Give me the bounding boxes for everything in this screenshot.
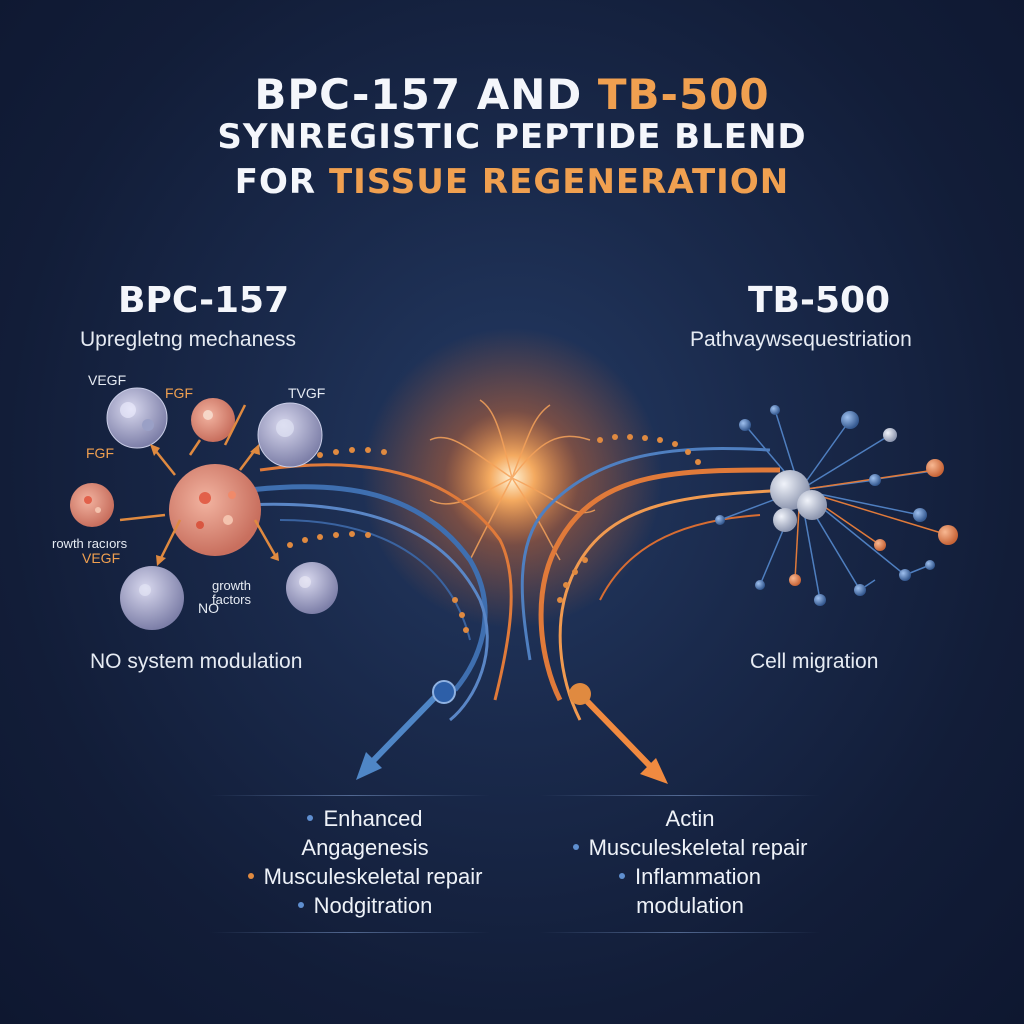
left-divider-bottom — [210, 932, 490, 933]
bpc157-heading: BPC-157 — [118, 280, 290, 321]
label-factors: factors — [212, 592, 252, 607]
tb500-heading: TB-500 — [748, 280, 891, 321]
title-bpc157: BPC-157 AND — [254, 70, 598, 119]
left-cell-cluster — [70, 387, 338, 630]
bullet-dot — [307, 815, 314, 822]
cell-bottom-right — [286, 562, 338, 614]
right-divider-bottom — [540, 932, 820, 933]
title-tissue-regeneration: TISSUE REGENERATION — [328, 162, 790, 202]
list-item: Musculeskeletal repair — [545, 835, 835, 864]
title-for: FOR — [234, 162, 329, 202]
cell-fgf-top — [191, 398, 235, 442]
label-vegf-top: VEGF — [88, 372, 127, 388]
left-dotted-path — [287, 447, 469, 633]
title-tb500: TB-500 — [597, 70, 770, 119]
tb500-benefits-list: Actin Musculeskeletal repair Inflammatio… — [545, 806, 835, 922]
right-network — [715, 405, 958, 606]
bullet-dot — [619, 873, 626, 880]
title-line-1: BPC-157 AND TB-500 — [0, 70, 1024, 119]
left-arrows — [119, 404, 277, 561]
list-item: Enhanced — [220, 806, 510, 835]
list-item: Musculeskeletal repair — [220, 864, 510, 893]
network-hub-3 — [773, 508, 797, 532]
right-divider-top — [540, 795, 820, 796]
label-fgf-left: FGF — [86, 445, 114, 461]
title-line-2: SYNREGISTIC PEPTIDE BLEND — [217, 117, 807, 157]
cell-left-small — [70, 483, 114, 527]
tb500-caption: Cell migration — [750, 650, 879, 673]
network-nodes-orange — [789, 459, 958, 586]
list-item: Actin — [665, 806, 715, 831]
bullet-dot — [247, 873, 254, 880]
bpc157-benefits-list: Enhanced Angagenesis Musculeskeletal rep… — [220, 806, 510, 922]
right-dotted-path — [557, 434, 701, 603]
label-growth: growth — [212, 578, 252, 593]
bullet-dot — [297, 902, 304, 909]
right-fibers — [520, 447, 791, 721]
cell-bottom-lavender — [120, 566, 184, 630]
list-item: Angagenesis — [301, 835, 429, 860]
network-hub-2 — [797, 490, 827, 520]
left-fibers — [244, 463, 513, 722]
list-item: Nodgitration — [220, 893, 510, 922]
left-arrow-heads — [150, 444, 279, 566]
bpc157-subtitle: Upregletng mechaness — [80, 328, 296, 351]
left-divider-top — [210, 795, 490, 796]
bpc157-caption: NO system modulation — [90, 650, 303, 673]
label-no: NO — [198, 600, 219, 616]
network-nodes-blue — [715, 405, 935, 606]
label-vegf-left: VEGF — [82, 550, 121, 566]
label-tvgf: TVGF — [288, 385, 326, 401]
list-item: modulation — [636, 893, 744, 918]
left-big-arrow — [356, 680, 456, 780]
glow-filaments — [429, 399, 596, 561]
bullet-dot — [572, 844, 579, 851]
label-growth-factors-left: rowth racıors — [52, 536, 128, 551]
cell-vegf-top — [106, 387, 168, 449]
cell-central-pink — [169, 464, 261, 556]
title-line-3: FOR TISSUE REGENERATION — [0, 162, 1024, 202]
tb500-subtitle: Pathvaywsequestriation — [690, 328, 912, 351]
label-fgf-top: FGF — [165, 385, 193, 401]
list-item: Inflammation — [545, 864, 835, 893]
right-big-arrow — [569, 683, 668, 784]
